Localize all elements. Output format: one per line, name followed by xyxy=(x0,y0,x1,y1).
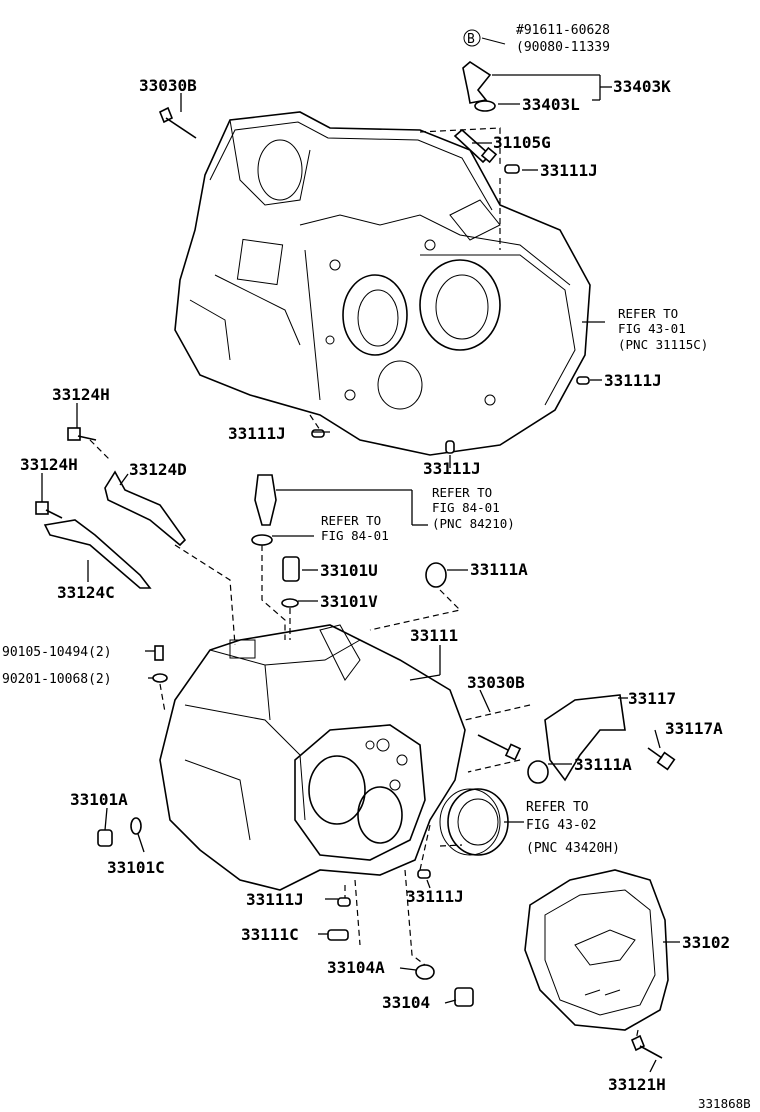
label-90201-10068: 90201-10068(2) xyxy=(2,672,112,687)
label-31105g: 31105G xyxy=(493,133,551,152)
badge-letter: B xyxy=(467,32,475,47)
label-33111j-4: 33111J xyxy=(423,459,481,478)
label-33111j-2: 33111J xyxy=(604,371,662,390)
leader-lines xyxy=(41,74,680,1073)
ref-43-02-line2: FIG 43-02 xyxy=(526,818,596,833)
ref-84-01b-line2: FIG 84-01 xyxy=(321,528,389,543)
label-33101u: 33101U xyxy=(320,561,378,580)
transmission-case-drawing xyxy=(159,624,466,891)
label-91611-60628: #91611-60628 xyxy=(516,23,610,38)
fasteners-drawing xyxy=(35,61,676,1059)
ref-84-01-line3: (PNC 84210) xyxy=(432,516,515,531)
label-33117: 33117 xyxy=(628,689,676,708)
ref-43-01-line2: FIG 43-01 xyxy=(618,321,686,336)
ref-43-02-line1: REFER TO xyxy=(526,800,589,815)
label-33403l: 33403L xyxy=(522,95,580,114)
label-33111j-6: 33111J xyxy=(406,887,464,906)
label-33403k: 33403K xyxy=(613,77,671,96)
ref-43-02-line3: (PNC 43420H) xyxy=(526,841,620,856)
label-33104a: 33104A xyxy=(327,958,385,977)
transaxle-housing-drawing xyxy=(174,111,591,456)
label-33102: 33102 xyxy=(682,933,730,952)
label-33124h-2: 33124H xyxy=(20,455,78,474)
ref-84-01-line2: FIG 84-01 xyxy=(432,500,500,515)
label-33111a-2: 33111A xyxy=(574,755,632,774)
label-33111a-1: 33111A xyxy=(470,560,528,579)
label-33030b-mid: 33030B xyxy=(467,673,525,692)
label-33124h-1: 33124H xyxy=(52,385,110,404)
sensor-bracket-drawing xyxy=(43,470,187,589)
label-33101c: 33101C xyxy=(107,858,165,877)
dashed-lines xyxy=(89,127,639,1041)
case-cover-drawing xyxy=(524,869,669,1031)
ref-84-01b-line1: REFER TO xyxy=(321,513,381,528)
figure-number: 331868B xyxy=(698,1096,751,1111)
label-33111j-5: 33111J xyxy=(246,890,304,909)
label-33117a: 33117A xyxy=(665,719,723,738)
label-33101a: 33101A xyxy=(70,790,128,809)
note-badge: B xyxy=(463,29,506,47)
ref-43-01-line3: (PNC 31115C) xyxy=(618,337,708,352)
label-90105-10494: 90105-10494(2) xyxy=(2,645,112,660)
label-33101v: 33101V xyxy=(320,592,378,611)
label-90080-11339: (90080-11339 xyxy=(516,40,610,55)
label-33111: 33111 xyxy=(410,626,458,645)
ref-84-01-line1: REFER TO xyxy=(432,485,492,500)
label-33124d: 33124D xyxy=(129,460,187,479)
label-33124c: 33124C xyxy=(57,583,115,602)
label-33111c: 33111C xyxy=(241,925,299,944)
label-33111j-3: 33111J xyxy=(228,424,286,443)
label-33121h: 33121H xyxy=(608,1075,666,1094)
label-33104: 33104 xyxy=(382,993,430,1012)
label-33030b-top: 33030B xyxy=(139,76,197,95)
ref-43-01-line1: REFER TO xyxy=(618,306,678,321)
bracket-drawing xyxy=(544,694,626,782)
label-33111j-1: 33111J xyxy=(540,161,598,180)
